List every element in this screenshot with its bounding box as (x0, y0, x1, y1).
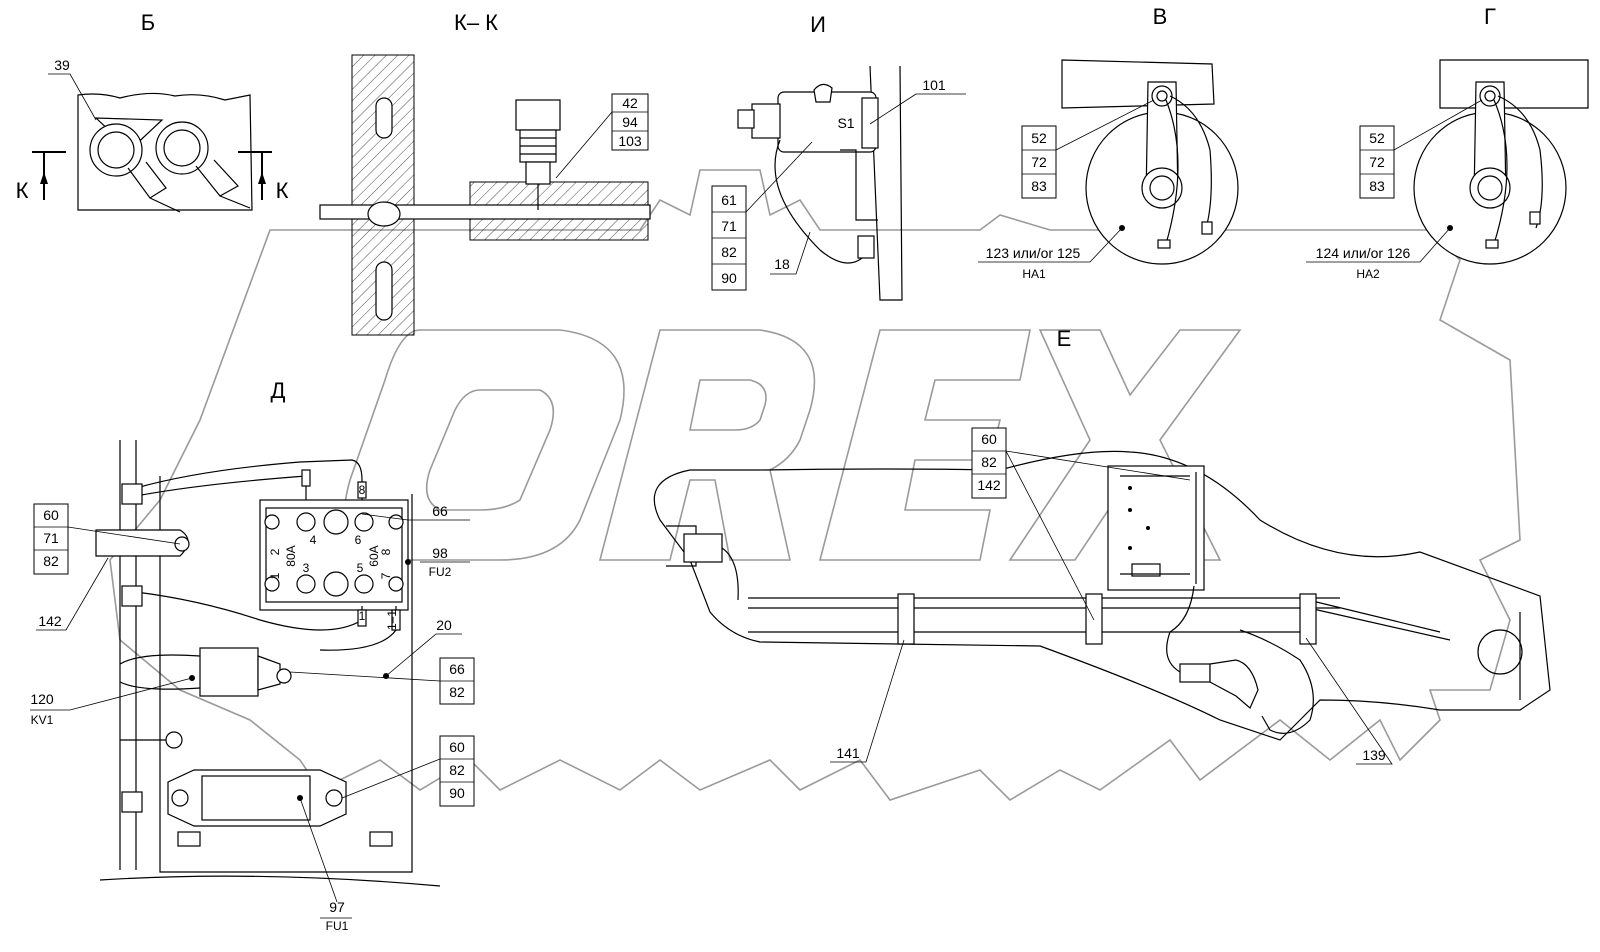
fuse-rating-80a: 80А (284, 545, 298, 566)
fuse-fu1: FU1 (326, 919, 349, 933)
switch-s1-label: S1 (837, 115, 854, 131)
callout-18: 18 (774, 256, 790, 272)
horn-ha1-part: 123 или/or 125 (986, 245, 1081, 261)
fuse-pin-5: 5 (357, 561, 364, 575)
callout-42: 42 (622, 95, 638, 111)
view-kk: К– К 42 94 103 (319, 10, 651, 336)
callout-82d: 82 (449, 762, 465, 778)
fuse-rating-60a: 60А (367, 545, 381, 566)
section-k-right: К (276, 178, 289, 203)
callout-98: 98 (432, 545, 448, 561)
callout-83b: 83 (1369, 178, 1385, 194)
fuse-pin-1: 1 (268, 572, 282, 579)
callout-71: 71 (721, 218, 737, 234)
callout-52: 52 (1031, 130, 1047, 146)
view-i: И S1 101 61 71 82 90 18 (711, 12, 966, 301)
callout-82: 82 (721, 244, 737, 260)
fuse-pin-7: 7 (379, 572, 393, 579)
callout-20: 20 (436, 617, 452, 633)
callout-72: 72 (1031, 154, 1047, 170)
view-g: Г 52 72 83 124 или/or 126 HA2 (1306, 4, 1589, 281)
callout-142: 142 (38, 613, 62, 629)
callout-90: 90 (721, 270, 737, 286)
view-v: В 52 72 83 123 или/or 125 HA1 (978, 4, 1239, 281)
callout-66b: 66 (449, 661, 465, 677)
callout-61: 61 (721, 192, 737, 208)
callout-82e: 82 (981, 454, 997, 470)
callout-90b: 90 (449, 785, 465, 801)
callout-82c: 82 (449, 684, 465, 700)
callout-139: 139 (1362, 747, 1386, 763)
view-b-title: Б (141, 10, 155, 35)
fuse-pin-6: 6 (355, 533, 362, 547)
view-g-title: Г (1484, 4, 1496, 29)
callout-60b: 60 (449, 739, 465, 755)
view-kk-title: К– К (454, 10, 498, 35)
wire-mark-1-1: 1–1 (385, 610, 399, 630)
view-i-title: И (810, 12, 826, 37)
callout-60c: 60 (981, 431, 997, 447)
callout-101: 101 (922, 77, 946, 93)
relay-kv1: KV1 (31, 713, 54, 727)
callout-66: 66 (432, 503, 448, 519)
view-e-title: Е (1057, 326, 1072, 351)
callout-142b: 142 (977, 477, 1001, 493)
wire-mark-1: 1 (359, 609, 366, 623)
callout-120: 120 (30, 691, 54, 707)
section-k-left: К (16, 178, 29, 203)
fuse-pin-4: 4 (310, 533, 317, 547)
horn-ha2-designation: HA2 (1356, 267, 1380, 281)
view-b: Б К К 39 (16, 10, 289, 213)
view-d-title: Д (271, 378, 286, 403)
fuse-block-fu2: FU2 (429, 565, 452, 579)
wire-mark-8: 8 (359, 483, 366, 497)
callout-141: 141 (836, 745, 860, 761)
view-v-title: В (1153, 4, 1168, 29)
callout-60: 60 (43, 507, 59, 523)
callout-71b: 71 (43, 530, 59, 546)
fuse-pin-8: 8 (379, 548, 393, 555)
callout-72b: 72 (1369, 154, 1385, 170)
callout-94: 94 (622, 114, 638, 130)
fuse-pin-2: 2 (268, 548, 282, 555)
fuse-pin-3: 3 (303, 561, 310, 575)
horn-ha1-designation: HA1 (1022, 267, 1046, 281)
view-e: Е 60 82 142 141 139 (653, 326, 1551, 765)
view-d: Д 2 4 6 8 1 3 5 7 80А 60А 8 1 1–1 (30, 378, 475, 933)
callout-103: 103 (618, 133, 642, 149)
callout-39: 39 (54, 57, 70, 73)
watermark-logo (109, 169, 1521, 802)
horn-ha2-part: 124 или/or 126 (1316, 245, 1411, 261)
callout-83: 83 (1031, 178, 1047, 194)
callout-82b: 82 (43, 553, 59, 569)
callout-97: 97 (329, 899, 345, 915)
callout-52b: 52 (1369, 130, 1385, 146)
